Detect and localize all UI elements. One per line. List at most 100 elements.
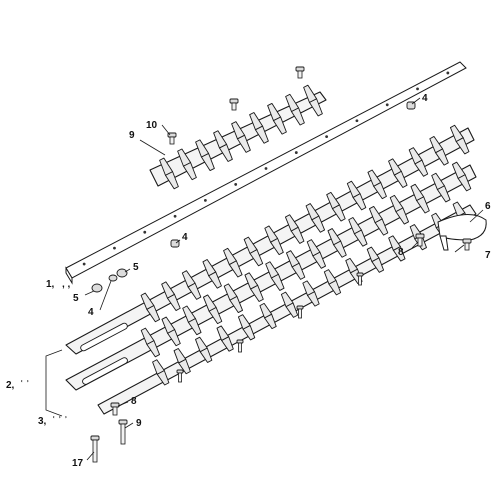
tooth: [244, 272, 259, 290]
callout-5-right: 5: [133, 262, 139, 273]
tooth: [195, 139, 210, 158]
tooth: [286, 250, 300, 268]
bar-hole: [173, 214, 177, 218]
tooth: [388, 235, 401, 251]
nut-4-mid: [170, 239, 180, 248]
tooth: [280, 291, 294, 308]
tooth: [389, 194, 404, 213]
tooth: [195, 336, 208, 353]
bolt-top-2: [229, 98, 239, 111]
callout-1: 1,: [46, 279, 55, 290]
tooth: [303, 84, 318, 103]
tooth: [323, 269, 337, 285]
nut-5-b: [91, 283, 103, 293]
tooth: [243, 236, 258, 254]
tooth: [249, 112, 264, 131]
bolt-head: [176, 369, 184, 374]
upper-blade-part: [149, 84, 327, 190]
blade-1-teeth: [140, 124, 470, 323]
callout-3-extras: ʿ ʾ ʾ: [52, 415, 68, 427]
nut-4-top: [406, 101, 416, 110]
callout-4-left: 4: [88, 307, 94, 318]
bolt-part-9-long: [118, 419, 128, 445]
blade-2-teeth: [140, 161, 472, 358]
tooth: [284, 214, 299, 232]
callout-8-lower: 8: [131, 396, 137, 407]
bar-hole: [234, 183, 238, 186]
tooth: [265, 261, 279, 279]
tooth: [202, 259, 217, 277]
tooth: [161, 281, 175, 299]
guard-plate-part: [437, 214, 487, 251]
callout-9-lower: 9: [136, 418, 142, 429]
tooth: [388, 158, 402, 176]
mounting-bolt: [356, 272, 364, 286]
tooth: [369, 205, 383, 224]
tooth: [159, 157, 174, 176]
bar-hole: [203, 198, 207, 202]
callout-8-right: 8: [398, 247, 404, 258]
tooth: [367, 169, 382, 187]
mounting-bolt: [176, 369, 184, 383]
tooth: [285, 93, 300, 112]
tooth: [140, 292, 155, 310]
callout-4-top: 4: [422, 93, 428, 104]
bracket-leader: [45, 349, 63, 417]
tooth: [203, 294, 217, 312]
bolt-part-7: [462, 238, 472, 251]
callout-9-upper: 9: [129, 130, 135, 141]
callout-7: 7: [485, 250, 491, 261]
bar-hole: [82, 262, 86, 266]
cutter-blade-2: [65, 161, 477, 391]
bar-hole: [143, 230, 147, 234]
bar-hole: [264, 167, 268, 170]
tooth: [452, 201, 466, 217]
tooth: [216, 325, 230, 341]
bolt-shank: [238, 342, 242, 353]
callout-5-left: 5: [73, 293, 79, 304]
bar-hole: [385, 103, 389, 107]
mounting-bolt: [296, 305, 304, 319]
tooth: [173, 348, 187, 364]
guide-bar-part: [65, 61, 467, 285]
callout-10: 10: [146, 120, 158, 131]
tooth: [326, 191, 340, 210]
tooth: [181, 270, 196, 288]
leader-lines: [84, 97, 484, 461]
tooth: [348, 217, 362, 235]
callout-2: 2,: [6, 380, 15, 391]
bolt-part-8-lower: [110, 402, 120, 416]
cutter-blade-1: [65, 124, 475, 355]
tooth: [140, 327, 155, 345]
callout-1-extras: , ,: [62, 279, 71, 290]
tooth: [306, 239, 321, 257]
bolt-part-10: [167, 132, 177, 145]
tooth: [264, 225, 279, 243]
tooth: [223, 247, 237, 266]
mounting-bolt: [236, 339, 244, 353]
tooth: [302, 280, 315, 296]
tooth: [182, 305, 196, 323]
callout-2-extras: ʿ ʾ: [20, 379, 29, 391]
tooth: [152, 359, 165, 375]
callout-6: 6: [485, 201, 491, 212]
nut-5-a: [116, 268, 128, 278]
tooth: [327, 228, 342, 246]
bar-hole: [355, 119, 359, 123]
tooth: [429, 136, 444, 154]
washer-4: [108, 274, 118, 282]
tooth: [267, 102, 282, 122]
bar-hole: [294, 151, 298, 154]
tooth: [449, 124, 464, 142]
bolt-head: [236, 339, 244, 344]
tooth: [452, 161, 466, 179]
bar-hole: [446, 71, 450, 75]
bolt-head: [356, 272, 364, 277]
tooth: [177, 148, 192, 167]
tooth: [345, 257, 358, 274]
tooth: [431, 172, 445, 190]
tooth: [213, 130, 228, 149]
bar-hole: [113, 246, 116, 250]
bolt-top-1: [295, 66, 305, 79]
